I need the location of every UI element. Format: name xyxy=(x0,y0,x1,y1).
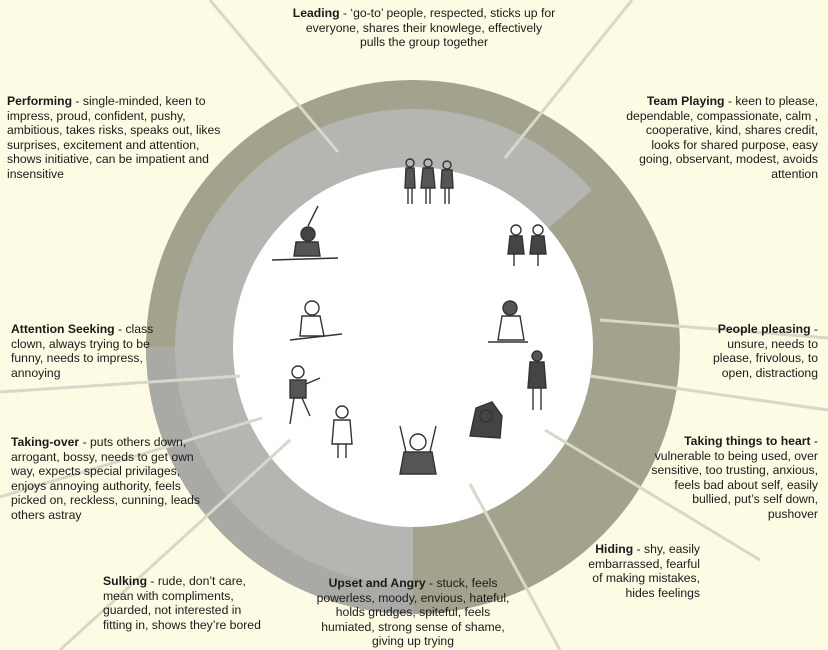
taking-over-title: Taking-over xyxy=(11,435,79,449)
label-taking-over: Taking-over - puts others down, arrogant… xyxy=(11,435,203,523)
leading-desc: - ‘go-to’ people, respected, sticks up f… xyxy=(306,6,555,49)
attention-seeking-title: Attention Seeking xyxy=(11,322,115,336)
hiding-title: Hiding xyxy=(595,542,633,556)
label-performing: Performing - single-minded, keen to impr… xyxy=(7,94,225,182)
upset-angry-title: Upset and Angry xyxy=(329,576,426,590)
label-attention-seeking: Attention Seeking - class clown, always … xyxy=(11,322,161,380)
taking-to-heart-title: Taking things to heart xyxy=(684,434,810,448)
label-upset-angry: Upset and Angry - stuck, feels powerless… xyxy=(314,576,512,649)
label-leading: Leading - ‘go-to’ people, respected, sti… xyxy=(292,6,556,50)
team-playing-title: Team Playing xyxy=(647,94,725,108)
sulking-title: Sulking xyxy=(103,574,147,588)
label-sulking: Sulking - rude, don’t care, mean with co… xyxy=(103,574,263,632)
label-people-pleasing: People pleasing - unsure, needs to pleas… xyxy=(700,322,818,380)
performing-title: Performing xyxy=(7,94,72,108)
label-taking-to-heart: Taking things to heart - vulnerable to b… xyxy=(640,434,818,522)
people-pleasing-title: People pleasing xyxy=(718,322,811,336)
label-hiding: Hiding - shy, easily embarrassed, fearfu… xyxy=(580,542,700,600)
leading-title: Leading xyxy=(293,6,340,20)
label-team-playing: Team Playing - keen to please, dependabl… xyxy=(620,94,818,182)
